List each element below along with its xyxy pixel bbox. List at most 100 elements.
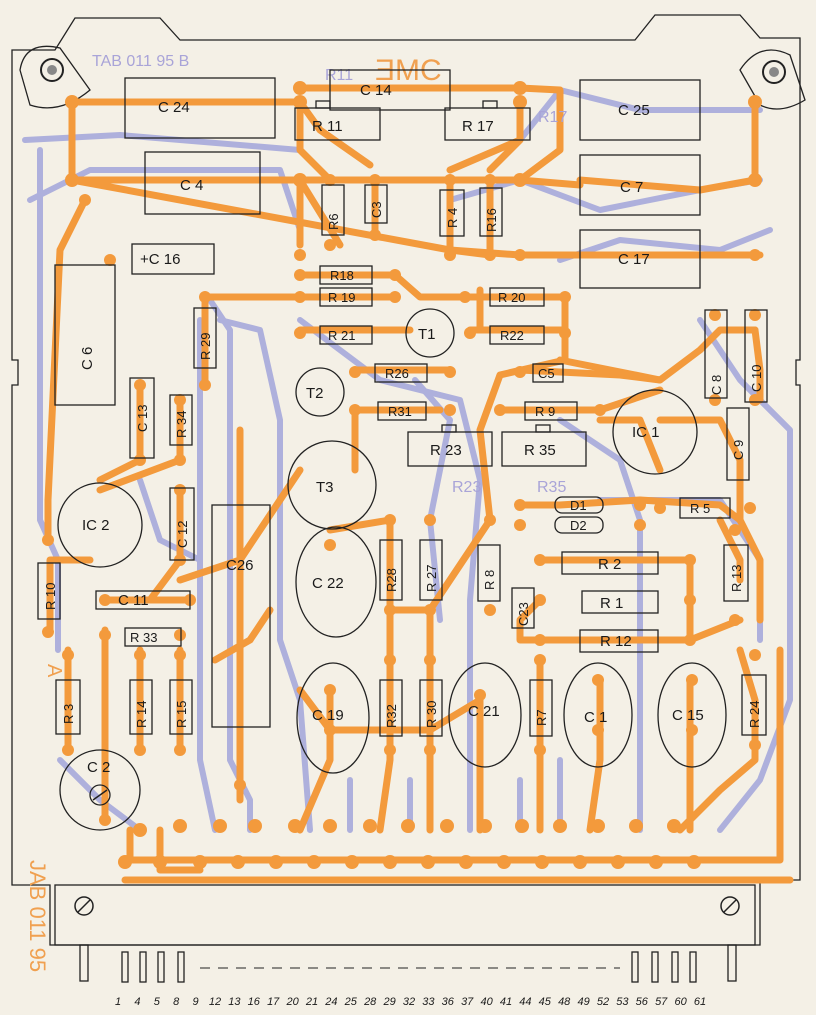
pin-number: 44 bbox=[519, 996, 531, 1008]
component-d2: D2 bbox=[554, 516, 604, 534]
label-r19: R 19 bbox=[328, 290, 355, 305]
pin-number: 1 bbox=[115, 996, 121, 1008]
pin-number: 60 bbox=[674, 996, 687, 1008]
component-r4: R 4 bbox=[439, 189, 465, 237]
label-r23-ghost: R23 bbox=[452, 479, 481, 496]
label-c22: C 22 bbox=[312, 575, 344, 592]
label-c26: C26 bbox=[226, 557, 254, 574]
component-r23: R 23 bbox=[407, 424, 493, 467]
label-r12: R 12 bbox=[600, 633, 632, 650]
pin-number: 45 bbox=[539, 996, 552, 1008]
component-r7: R7 bbox=[529, 679, 553, 737]
component-r21: R 21 bbox=[319, 325, 373, 345]
component-r32: R32 bbox=[379, 679, 403, 737]
component-c10: C 10 bbox=[744, 309, 768, 403]
label-c14: C 14 bbox=[360, 82, 392, 99]
pin-number: 17 bbox=[267, 996, 280, 1008]
label-r2: R 2 bbox=[598, 556, 621, 573]
label-r11-ghost: R11 bbox=[325, 67, 353, 84]
mount-hole-right bbox=[739, 49, 806, 110]
label-r15: R 15 bbox=[174, 701, 189, 728]
component-r9: R 9 bbox=[524, 401, 578, 421]
component-c6: C 6 bbox=[54, 264, 116, 406]
mirrored-board-code: JAB 011 95 bbox=[25, 860, 50, 972]
component-t2: T2 bbox=[295, 367, 345, 417]
component-c1: C 1 bbox=[563, 662, 633, 768]
label-ic2: IC 2 bbox=[82, 517, 110, 534]
label-c4: C 4 bbox=[180, 177, 203, 194]
component-c8: C 8 bbox=[704, 309, 728, 399]
component-c7: C 7 bbox=[579, 154, 701, 216]
component-r30: R 30 bbox=[419, 679, 443, 737]
label-r20: R 20 bbox=[498, 290, 525, 305]
label-c17: C 17 bbox=[618, 251, 650, 268]
component-r17: R 17 bbox=[444, 100, 531, 141]
label-r24: R 24 bbox=[747, 701, 762, 728]
component-c26: C26 bbox=[211, 504, 271, 728]
pin-number: 56 bbox=[636, 996, 649, 1008]
label-ic1: IC 1 bbox=[632, 424, 660, 441]
component-r35: R 35 bbox=[501, 424, 587, 467]
pin-number: 25 bbox=[344, 996, 358, 1008]
front-traces bbox=[44, 84, 794, 884]
label-c1: C 1 bbox=[584, 709, 607, 726]
pin-number: 37 bbox=[461, 996, 474, 1008]
label-r22: R22 bbox=[500, 328, 524, 343]
edge-connector bbox=[54, 884, 756, 983]
component-r29: R 29 bbox=[193, 307, 217, 369]
component-c22: C 22 bbox=[295, 526, 377, 638]
component-t1: T1 bbox=[405, 308, 455, 358]
component-r2: R 2 bbox=[561, 551, 659, 575]
component-c23: C23 bbox=[511, 587, 535, 629]
label-c24: C 24 bbox=[158, 99, 190, 116]
pin-number: 48 bbox=[558, 996, 571, 1008]
label-c23: C23 bbox=[516, 602, 531, 626]
solder-pads bbox=[42, 81, 762, 826]
pin-number: 9 bbox=[193, 996, 199, 1008]
pin-number: 53 bbox=[616, 996, 629, 1008]
pin-number: 8 bbox=[173, 996, 180, 1008]
pin-number: 24 bbox=[324, 996, 337, 1008]
label-r31: R31 bbox=[388, 404, 412, 419]
label-d2: D2 bbox=[570, 518, 587, 533]
pin-number: 21 bbox=[305, 996, 318, 1008]
pin-number: 41 bbox=[500, 996, 512, 1008]
component-c17: C 17 bbox=[579, 229, 701, 289]
label-r34: R 34 bbox=[174, 411, 189, 438]
label-c3: C3 bbox=[369, 201, 384, 218]
back-traces bbox=[22, 87, 793, 833]
pin-number: 4 bbox=[134, 996, 140, 1008]
label-c8: C 8 bbox=[709, 375, 724, 395]
label-c11: C 11 bbox=[118, 592, 149, 609]
pin-number: 12 bbox=[209, 996, 221, 1008]
label-r26: R26 bbox=[385, 366, 409, 381]
label-c9: C 9 bbox=[731, 440, 746, 460]
component-r14: R 14 bbox=[129, 679, 153, 735]
component-r16: R16 bbox=[479, 187, 503, 237]
pin-number: 13 bbox=[228, 996, 241, 1008]
pin-number: 20 bbox=[285, 996, 299, 1008]
label-c21: C 21 bbox=[468, 703, 500, 720]
label-r17: R 17 bbox=[462, 118, 494, 135]
component-r20: R 20 bbox=[489, 287, 545, 307]
component-r15: R 15 bbox=[169, 679, 193, 735]
component-r1: R 1 bbox=[581, 590, 659, 614]
label-r6: R6 bbox=[326, 213, 341, 230]
pin-number: 5 bbox=[154, 996, 161, 1008]
mount-hole-left bbox=[19, 45, 91, 109]
component-r18: R18 bbox=[319, 265, 373, 285]
component-r24: R 24 bbox=[741, 674, 767, 736]
pin-number: 61 bbox=[694, 996, 706, 1008]
label-r9: R 9 bbox=[535, 404, 555, 419]
component-r11: R 11 bbox=[294, 100, 381, 141]
component-ic2: IC 2 bbox=[57, 482, 143, 568]
component-c5: C5 bbox=[532, 363, 564, 383]
pin-number: 16 bbox=[248, 996, 261, 1008]
pin-number: 36 bbox=[442, 996, 455, 1008]
label-r17-ghost: R17 bbox=[538, 109, 567, 126]
pin-number: 29 bbox=[382, 996, 395, 1008]
component-r33: R 33 bbox=[124, 627, 182, 647]
label-r14: R 14 bbox=[134, 701, 149, 728]
label-c6: C 6 bbox=[79, 347, 96, 370]
